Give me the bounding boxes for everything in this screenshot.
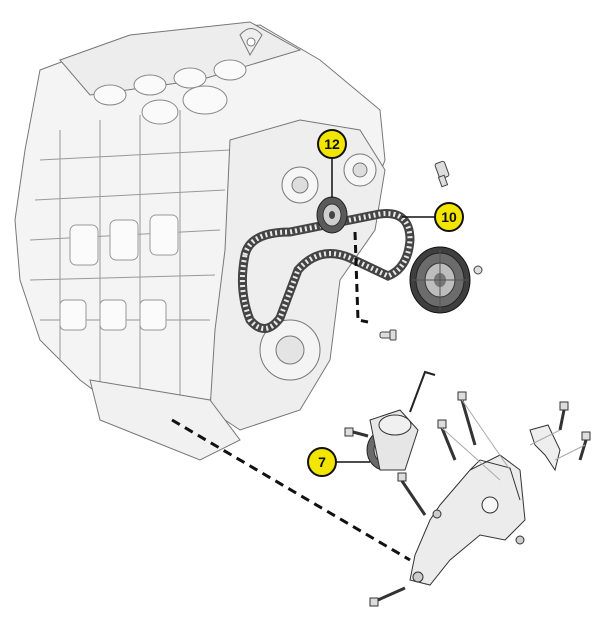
guide-lines — [441, 399, 586, 481]
tensioner-assembly — [366, 370, 436, 471]
alignment-line-upper — [353, 231, 369, 324]
callout-label-10: 10 — [441, 209, 457, 225]
callout-10: 10 — [402, 202, 464, 232]
callout-label-12: 12 — [324, 136, 340, 152]
crank-pulley — [409, 246, 471, 314]
bolt-top — [434, 160, 450, 188]
bracket-bolts — [344, 391, 591, 607]
drive-belt — [237, 209, 415, 333]
bracket-clip — [529, 424, 561, 472]
engine-block — [14, 21, 386, 461]
bolt-pulley — [473, 265, 483, 275]
callout-12: 12 — [317, 129, 347, 198]
callout-label-7: 7 — [318, 454, 326, 470]
callout-7: 7 — [307, 447, 370, 477]
idler-pulley — [316, 196, 348, 234]
bolt-cover — [379, 329, 397, 341]
tensioner-bracket — [409, 454, 526, 586]
alignment-line-lower — [171, 418, 411, 562]
